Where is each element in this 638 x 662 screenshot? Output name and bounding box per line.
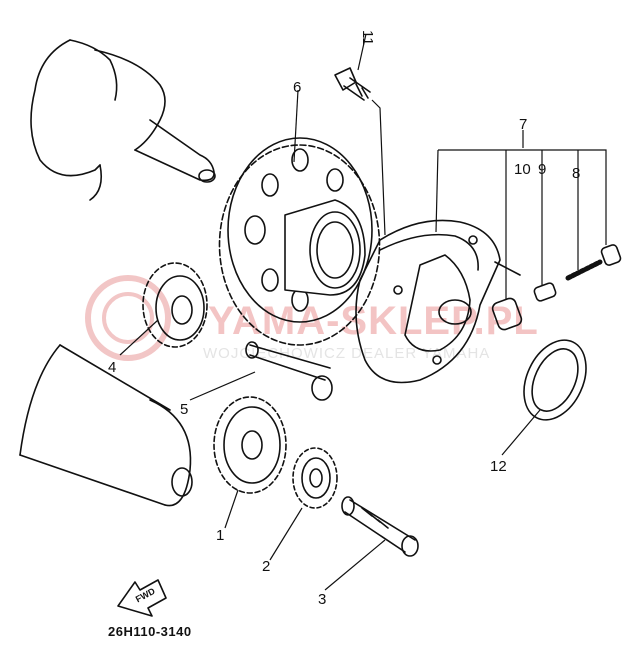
label-4: 4 — [108, 359, 116, 376]
crankshaft — [30, 39, 216, 201]
part-number-labels: 11 6 7 10 9 8 4 5 12 1 2 3 — [108, 30, 580, 608]
label-3: 3 — [318, 591, 326, 608]
starter-gear-2 — [292, 447, 338, 509]
watermark-brand: YAMA-SKLEP.PL — [208, 299, 539, 343]
starter-shaft-3 — [341, 496, 419, 557]
oil-seal — [523, 339, 587, 421]
watermark-logo — [85, 275, 171, 361]
label-9: 9 — [538, 161, 546, 178]
label-12: 12 — [490, 458, 507, 475]
label-6: 6 — [293, 79, 301, 96]
starter-gear-1 — [213, 396, 287, 494]
label-10: 10 — [514, 161, 531, 178]
clutch-roller-set — [491, 244, 622, 331]
label-5: 5 — [180, 401, 188, 418]
idler-shaft-5 — [245, 341, 333, 401]
fwd-arrow-icon: FWD — [117, 579, 167, 617]
label-11: 11 — [359, 30, 376, 46]
label-1: 1 — [216, 527, 224, 544]
watermark-subtitle: WOJCIECHOWICZ DEALER YAMAHA — [203, 345, 490, 362]
label-8: 8 — [572, 165, 580, 182]
starter-clutch-body — [355, 219, 501, 384]
label-7: 7 — [519, 116, 527, 133]
generator-housing — [19, 344, 193, 507]
label-2: 2 — [262, 558, 270, 575]
drawing-code: 26H110-3140 — [108, 624, 192, 639]
bolt — [334, 67, 371, 101]
idler-gear-4 — [142, 262, 208, 348]
leader-lines — [119, 33, 607, 591]
starter-wheel-gear — [218, 137, 381, 346]
